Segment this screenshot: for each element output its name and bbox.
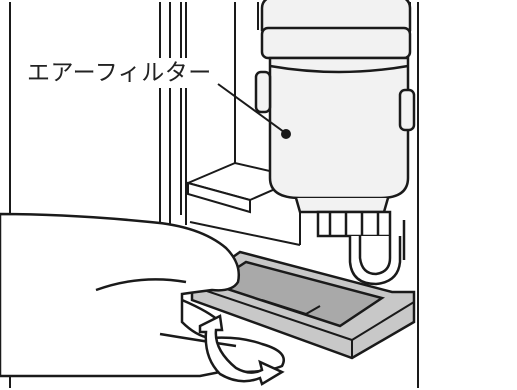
drain-tray	[190, 250, 416, 360]
callout-leader	[217, 83, 291, 139]
cabinet-rails	[159, 2, 411, 240]
air-filter-label: エアーフィルター	[24, 58, 215, 88]
curved-double-arrow-icon	[198, 314, 285, 386]
air-filter	[254, 0, 416, 238]
hand	[0, 212, 285, 378]
drain-pipe	[348, 220, 406, 286]
